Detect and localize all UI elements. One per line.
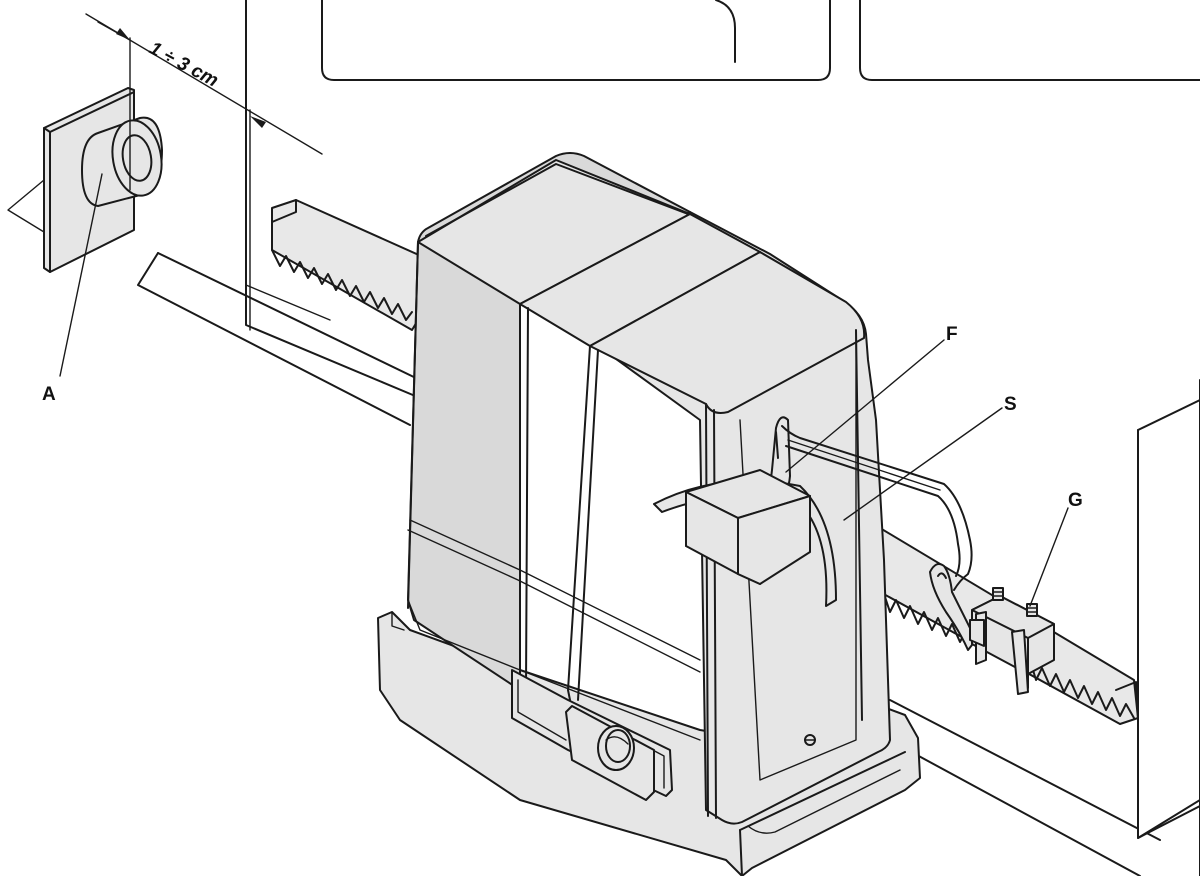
rack-clamp-g (969, 587, 1055, 695)
top-panel-right (859, 0, 1200, 81)
callout-label-s: S (1004, 394, 1017, 415)
callout-label-g: G (1068, 490, 1083, 511)
leader-lines (59, 173, 1069, 607)
manual-release-lock (511, 669, 673, 801)
clamp-screw-left (992, 587, 1004, 601)
callout-label-a: A (42, 384, 56, 405)
right-wall (1137, 379, 1200, 876)
top-panel-left (321, 0, 831, 81)
dimension-label: 1 ÷ 3 cm (146, 38, 222, 92)
mechanical-stop-a (7, 87, 163, 273)
gear-rack-rear (271, 199, 431, 331)
callout-label-f: F (946, 324, 958, 345)
floor-rail (137, 252, 1161, 876)
magnet-support (653, 469, 837, 607)
front-screw (804, 734, 816, 746)
clamp-screw-right (1026, 603, 1038, 617)
